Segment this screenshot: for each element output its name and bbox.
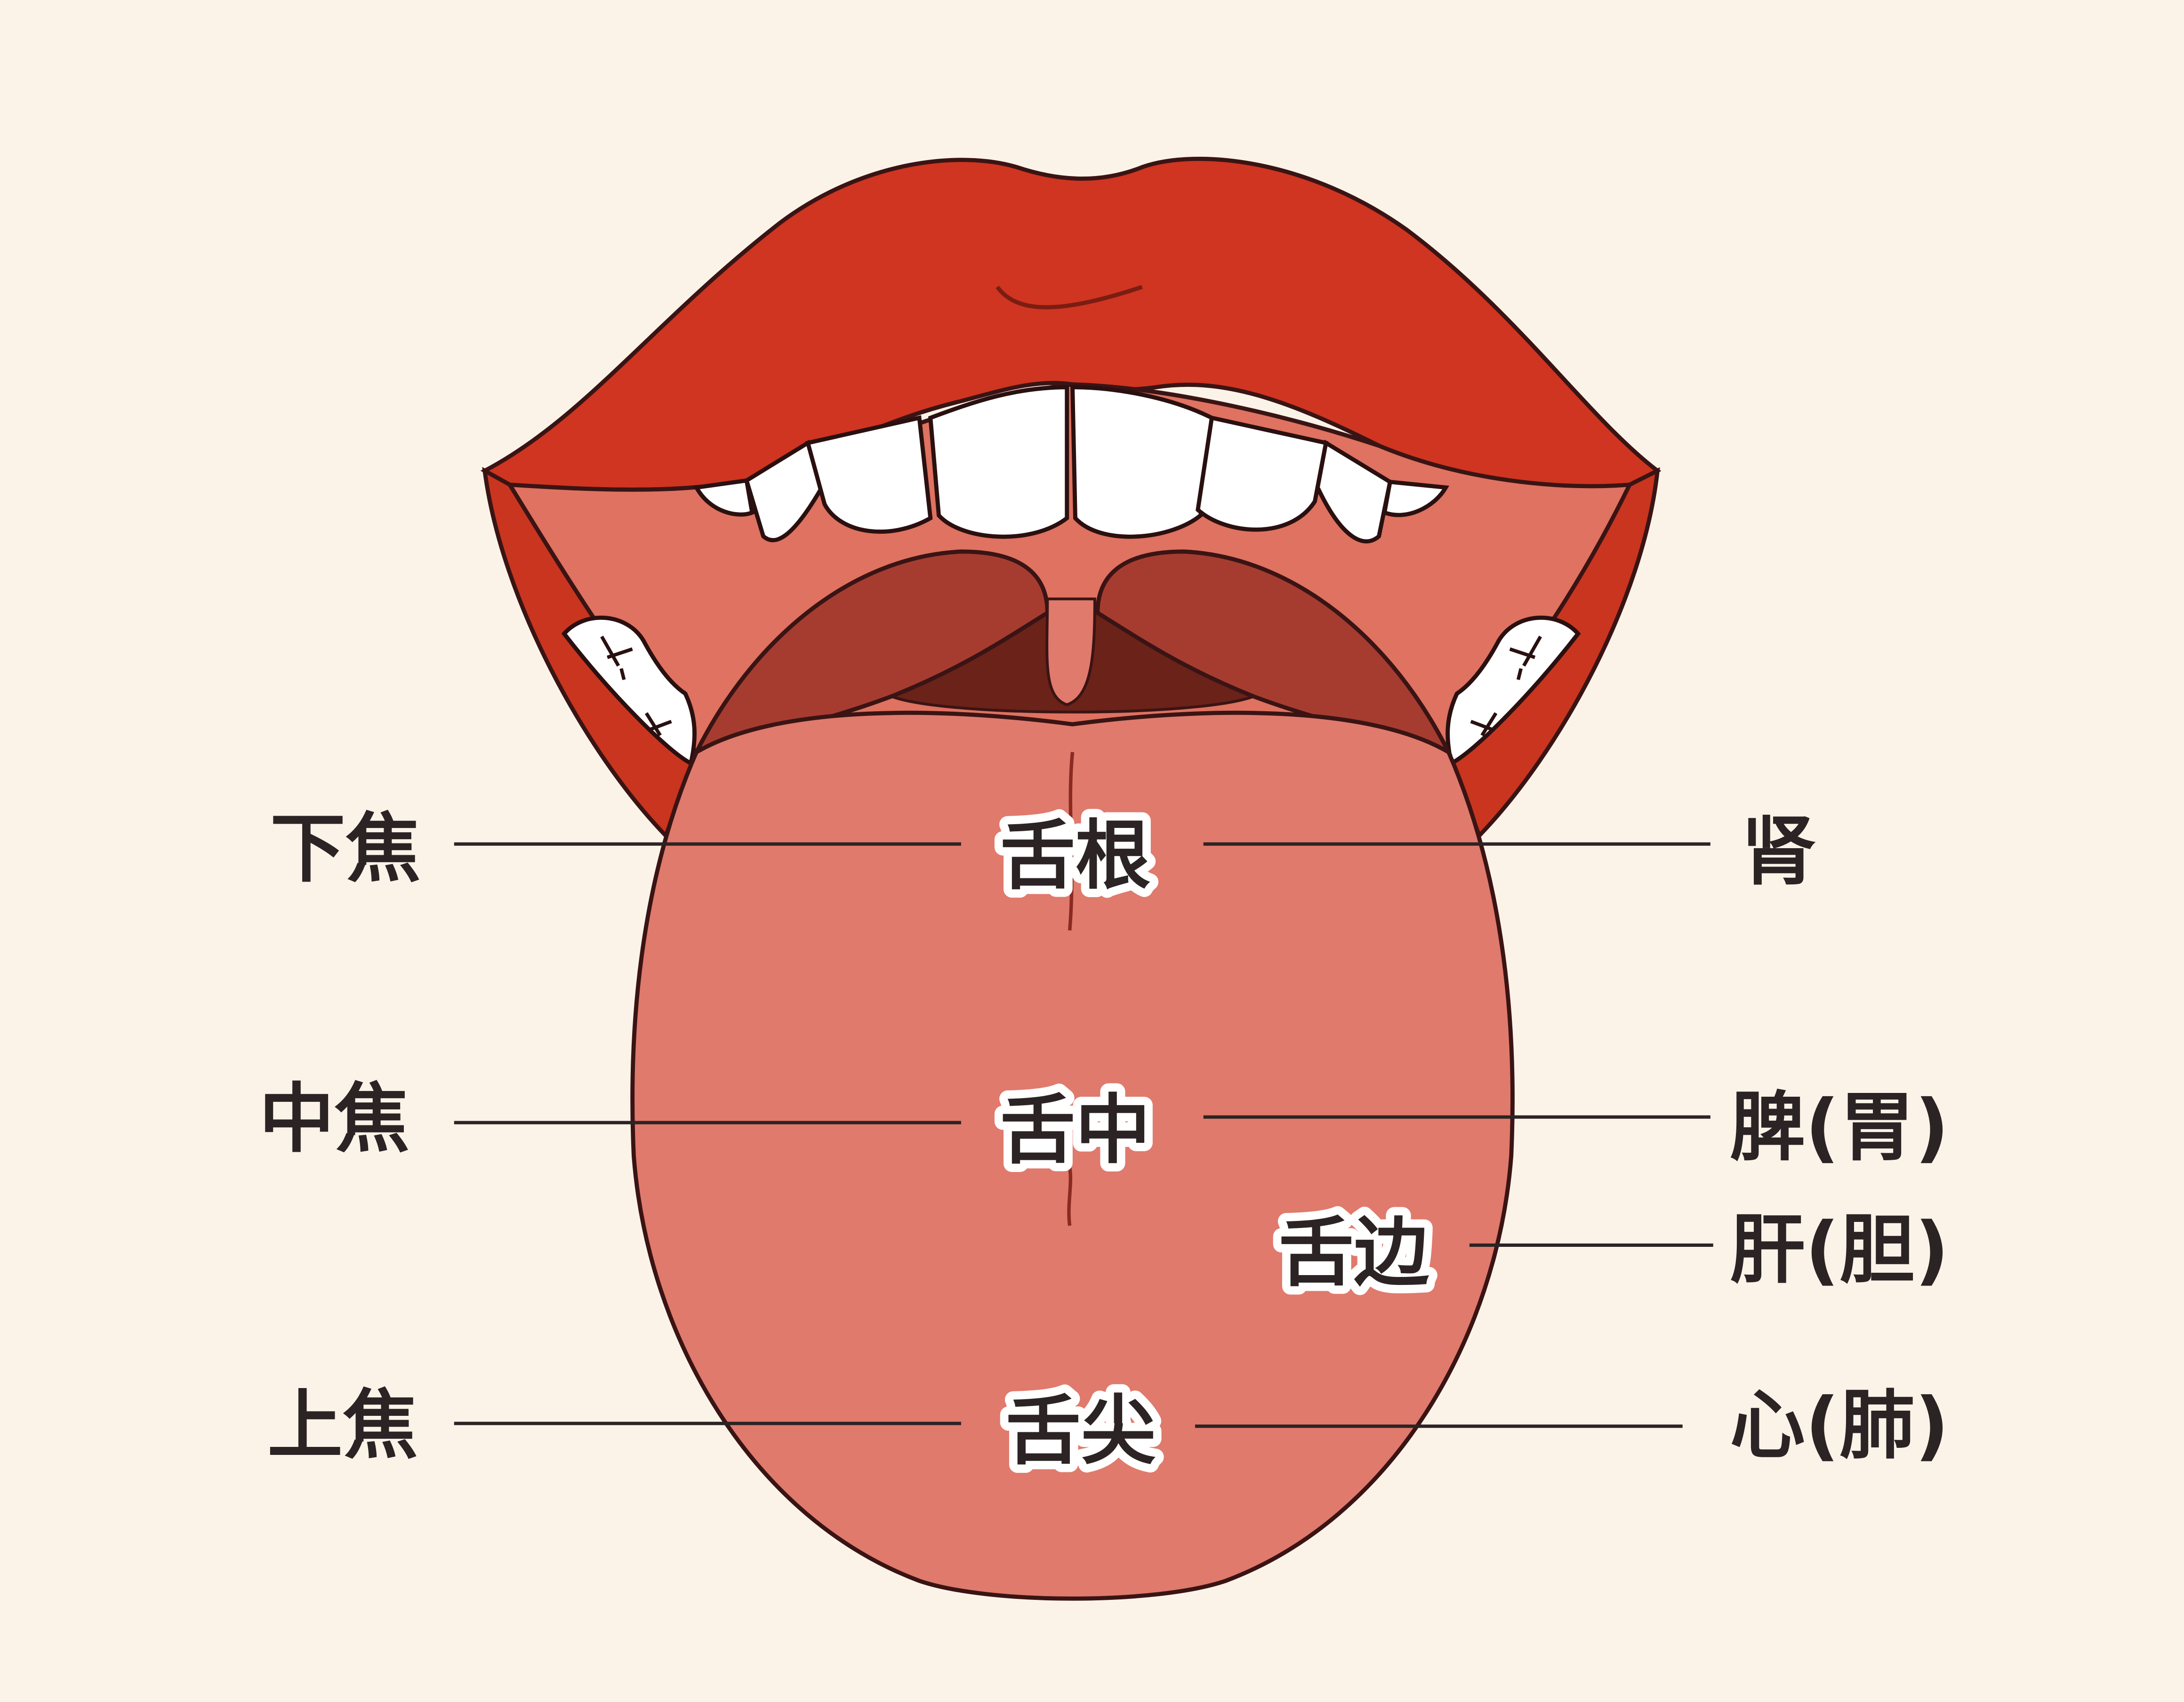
label-heart-lung: 心(肺)	[1730, 1381, 1949, 1469]
lip-dimple	[996, 285, 1143, 310]
label-middle-jiao: 中焦	[259, 1075, 410, 1163]
label-spleen-stomach: 脾(胃)	[1730, 1084, 1949, 1171]
label-lower-jiao: 下焦	[270, 805, 421, 892]
leader-lines	[454, 842, 1713, 1428]
label-tongue-edge: 舌边	[1279, 1209, 1429, 1296]
label-upper-jiao: 上焦	[267, 1381, 418, 1469]
label-tongue-tip: 舌尖	[1006, 1387, 1156, 1475]
tongue-median-line	[1068, 752, 1075, 931]
tongue-median-line-lower	[1067, 1167, 1073, 1226]
label-tongue-middle: 舌中	[1000, 1086, 1151, 1174]
label-liver-gallbladder: 肝(胆)	[1730, 1206, 1949, 1294]
label-tongue-root: 舌根	[1000, 812, 1151, 899]
uvula	[1045, 597, 1096, 706]
upper-teeth	[693, 385, 1449, 544]
label-kidney: 肾	[1741, 808, 1816, 895]
left-molars	[561, 615, 697, 767]
right-molars	[1445, 615, 1581, 767]
tongue	[630, 710, 1515, 1601]
